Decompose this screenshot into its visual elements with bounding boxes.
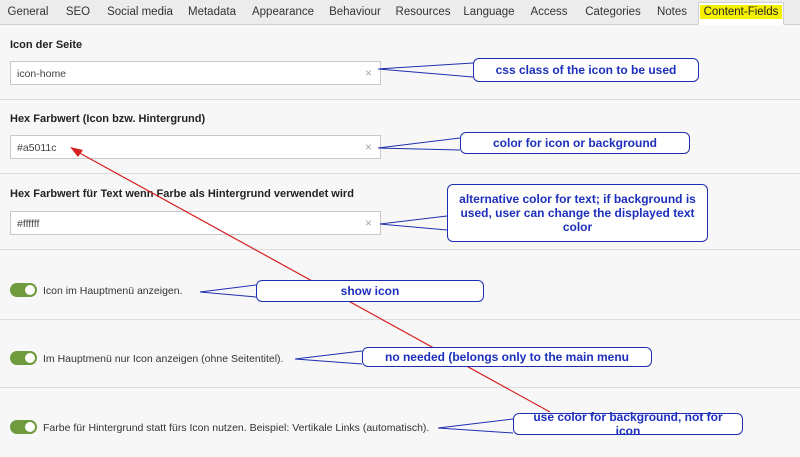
- icon-input[interactable]: icon-home ×: [10, 61, 381, 85]
- text-color-input[interactable]: #ffffff ×: [10, 211, 381, 235]
- tab-general[interactable]: General: [7, 6, 49, 18]
- tab-social-media[interactable]: Social media: [107, 6, 173, 18]
- hex-color-value: #a5011c: [17, 142, 57, 154]
- tab-metadata[interactable]: Metadata: [188, 6, 236, 18]
- bg-color-label: Farbe für Hintergrund statt fürs Icon nu…: [43, 422, 430, 434]
- tab-notes[interactable]: Notes: [656, 6, 688, 18]
- toggle-knob: [25, 285, 35, 295]
- callout-show-icon: show icon: [256, 280, 484, 302]
- tab-bar: General SEO Social media Metadata Appear…: [0, 0, 800, 25]
- callout-css-class: css class of the icon to be used: [473, 58, 699, 82]
- tab-access[interactable]: Access: [530, 6, 568, 18]
- tab-seo[interactable]: SEO: [65, 6, 91, 18]
- tab-language[interactable]: Language: [463, 6, 515, 18]
- toggle-knob: [25, 353, 35, 363]
- toggle-knob: [25, 422, 35, 432]
- icon-input-value: icon-home: [17, 68, 67, 80]
- callout-color: color for icon or background: [460, 132, 690, 154]
- tab-appearance[interactable]: Appearance: [251, 6, 315, 18]
- callout-alt-color: alternative color for text; if backgroun…: [447, 184, 708, 242]
- icon-only-toggle[interactable]: [10, 351, 37, 365]
- icon-field-label: Icon der Seite: [10, 39, 83, 51]
- show-icon-toggle[interactable]: [10, 283, 37, 297]
- tab-behaviour[interactable]: Behaviour: [329, 6, 381, 18]
- callout-use-color: use color for background, not for icon: [513, 410, 743, 438]
- tab-resources[interactable]: Resources: [395, 6, 451, 18]
- hex-color-input[interactable]: #a5011c ×: [10, 135, 381, 159]
- text-color-value: #ffffff: [17, 218, 40, 230]
- tab-content-fields-label: Content-Fields: [699, 5, 783, 19]
- clear-icon[interactable]: ×: [364, 140, 372, 154]
- callout-no-needed: no needed (belongs only to the main menu: [362, 347, 652, 367]
- icon-only-label: Im Hauptmenü nur Icon anzeigen (ohne Sei…: [43, 353, 284, 365]
- hex-field-label: Hex Farbwert (Icon bzw. Hintergrund): [10, 113, 206, 125]
- bg-color-toggle[interactable]: [10, 420, 37, 434]
- clear-icon[interactable]: ×: [364, 216, 372, 230]
- tab-categories[interactable]: Categories: [585, 6, 641, 18]
- tab-content-fields[interactable]: Content-Fields: [698, 2, 784, 25]
- show-icon-label: Icon im Hauptmenü anzeigen.: [43, 285, 183, 297]
- text-color-field-label: Hex Farbwert für Text wenn Farbe als Hin…: [10, 188, 354, 200]
- clear-icon[interactable]: ×: [364, 66, 372, 80]
